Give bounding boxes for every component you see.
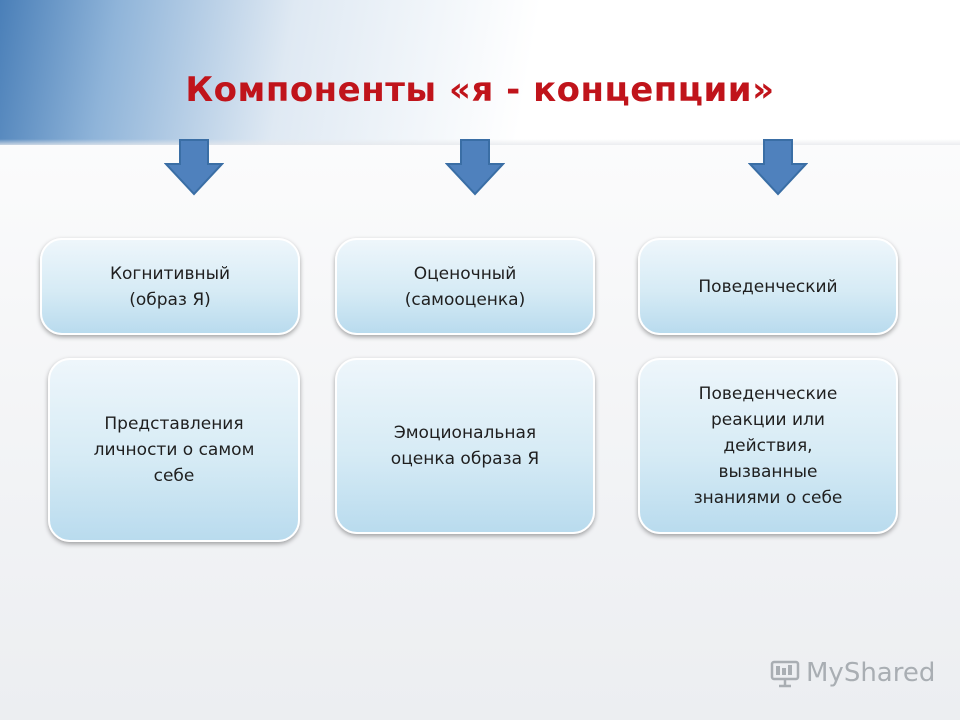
- down-arrow-icon: [164, 138, 224, 196]
- component-evaluative-text: Эмоциональная оценка образа Я: [390, 423, 540, 469]
- component-behavioral-header: Поведенческий: [638, 238, 898, 335]
- component-cognitive-text: Представления личности о самом себе: [93, 414, 255, 486]
- watermark-text: MyShared: [806, 658, 936, 688]
- component-evaluative-description: Эмоциональная оценка образа Я: [335, 358, 595, 534]
- component-cognitive-description: Представления личности о самом себе: [48, 358, 300, 542]
- down-arrow-icon: [748, 138, 808, 196]
- presentation-board-icon: [770, 660, 800, 688]
- component-evaluative-label: Оценочный (самооценка): [404, 263, 526, 310]
- component-behavioral-label: Поведенческий: [698, 276, 838, 297]
- component-cognitive-label: Когнитивный (образ Я): [109, 263, 231, 310]
- component-behavioral-description: Поведенческие реакции или действия, вызв…: [638, 358, 898, 534]
- watermark-logo: MyShared: [770, 655, 935, 691]
- slide-title: Компоненты «я - концепции»: [185, 70, 775, 110]
- component-cognitive-header: Когнитивный (образ Я): [40, 238, 300, 335]
- component-evaluative-header: Оценочный (самооценка): [335, 238, 595, 335]
- component-behavioral-text: Поведенческие реакции или действия, вызв…: [693, 384, 843, 508]
- down-arrow-icon: [445, 138, 505, 196]
